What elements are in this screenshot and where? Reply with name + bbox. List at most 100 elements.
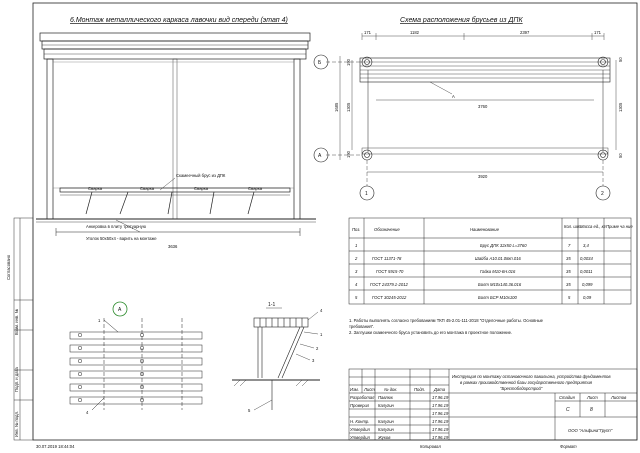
title-block — [348, 368, 638, 441]
front-view-title: 6.Монтаж металлического каркаса лавочки … — [70, 16, 288, 24]
svg-text:Подп.: Подп. — [414, 387, 425, 392]
note-line-3: 2. Заглушки скамеечного бруса установить… — [349, 330, 512, 335]
dim-190-bottom: 190 — [346, 150, 351, 158]
dim-3760: 3760 — [478, 104, 488, 109]
table-cell: 7 — [568, 243, 571, 248]
table-cell: 35 — [566, 282, 571, 287]
section-callout-5: 5 — [248, 408, 251, 413]
dim-3920: 3920 — [478, 174, 488, 179]
table-cell: 35 — [566, 269, 571, 274]
footer-copied: Копировал — [420, 444, 441, 449]
table-cell: Болт БСР М10х100 — [478, 295, 517, 300]
table-cell: 0,099 — [582, 282, 593, 287]
axis-2-bubble: 2 — [601, 191, 604, 197]
svg-text:Жуков: Жуков — [377, 435, 391, 440]
side-stamp-signature: Подп. и дата — [14, 367, 19, 392]
section-callout-1: 1 — [320, 332, 323, 337]
table-cell: 0,0034 — [580, 256, 593, 261]
table-cell: 3 — [355, 269, 358, 274]
svg-text:Разработал: Разработал — [350, 395, 375, 400]
company-name: ООО "Альфина"Групп" — [568, 428, 613, 433]
svg-text:17.96.19: 17.96.19 — [432, 435, 449, 440]
sheet-header: Лист — [586, 395, 598, 400]
front-view — [36, 32, 316, 236]
table-cell: ГОСТ 11371-78 — [372, 256, 402, 261]
dim-1305-right: 1305 — [618, 102, 623, 112]
detail-a-bubble — [112, 301, 128, 317]
stage-value: С — [566, 407, 570, 413]
table-cell: ГОСТ 24379.1-2012 — [370, 282, 409, 287]
svg-text:17.96.19: 17.96.19 — [432, 395, 449, 400]
svg-text:17.96.19: 17.96.19 — [432, 427, 449, 432]
weld-label-1: Сварка — [88, 186, 103, 191]
svg-text:Павлюк: Павлюк — [378, 395, 394, 400]
svg-text:Утвердил: Утвердил — [350, 427, 371, 432]
table-cell: 4 — [355, 282, 358, 287]
svg-text:Лист: Лист — [363, 387, 375, 392]
axis-1-bubble: 1 — [365, 191, 368, 197]
dim-1305: 1305 — [346, 102, 351, 112]
section-callout-3: 3 — [312, 358, 315, 363]
table-cell: 3,4 — [583, 243, 589, 248]
svg-text:17.96.19: 17.96.19 — [432, 411, 449, 416]
dim-50-bottom: 50 — [618, 153, 623, 158]
title-description-3: "Брестоблдорстрой" — [500, 386, 543, 391]
weld-label-4: Сварка — [248, 186, 263, 191]
dim-50-top: 50 — [618, 57, 623, 62]
svg-text:17.96.19: 17.96.19 — [432, 419, 449, 424]
side-stamp — [13, 217, 34, 441]
dim-1182: 1182 — [410, 30, 420, 35]
svg-text:Приме ча ние: Приме ча ние — [606, 224, 633, 229]
detail-callout-1: 1 — [98, 318, 101, 323]
table-cell: 0,0011 — [580, 269, 593, 274]
dim-171-left: 171 — [364, 30, 372, 35]
table-cell: Шайба А10.01.08кп.016 — [475, 256, 522, 261]
svg-text:Калугин: Калугин — [378, 427, 395, 432]
section-callout-2: 2 — [316, 346, 319, 351]
section-callout-4: 4 — [320, 308, 323, 313]
detail-a-label: А — [118, 307, 122, 313]
svg-text:Кол. шт.: Кол. шт. — [564, 224, 581, 229]
table-cell: ГОСТ 5915-70 — [376, 269, 404, 274]
front-width-dim: 3636 — [168, 244, 178, 249]
svg-text:Дата: Дата — [433, 387, 446, 392]
title-description-2: в рамках производственной базы государст… — [460, 380, 593, 385]
table-cell: 35 — [566, 256, 571, 261]
svg-text:Поз.: Поз. — [352, 227, 360, 232]
svg-text:Изм.: Изм. — [350, 387, 359, 392]
title-description-1: Инструкция по монтажу остановочного пави… — [452, 374, 611, 379]
table-cell: ГОСТ 30245-2012 — [372, 295, 407, 300]
anchor-note-line1: Анкеровка в плиту тротуарную — [86, 224, 146, 229]
table-cell: 1 — [355, 243, 357, 248]
weld-label-2: Сварка — [140, 186, 155, 191]
svg-text:Утвердил: Утвердил — [350, 435, 371, 440]
title-block-headers: Изм. Лист № док. Подп. Дата — [350, 387, 446, 392]
detail-a-drawing — [69, 318, 203, 411]
dim-1685: 1685 — [334, 102, 339, 112]
sheet-value: 8 — [590, 407, 593, 413]
axis-b-bubble: Б — [318, 60, 322, 66]
svg-text:Масса ед., кг: Масса ед., кг — [580, 224, 606, 229]
table-cell: 2 — [354, 256, 358, 261]
svg-text:Н. Контр.: Н. Контр. — [350, 419, 369, 424]
anchor-note-line2: Уголок 50х50х4 - варить на монтаже — [86, 236, 157, 241]
side-stamp-agreed: Согласовано — [6, 254, 11, 280]
sheets-header: Листов — [610, 395, 627, 400]
table-cell: Гайка М10-6Н.016 — [480, 269, 516, 274]
spec-table-headers: Поз. Обозначение Наименование Кол. шт. М… — [352, 224, 633, 232]
side-stamp-replace: Взам. инв. № — [14, 309, 19, 335]
dim-2397: 2397 — [520, 30, 530, 35]
side-stamp-inventory: Инв. № подл. — [14, 411, 19, 437]
dim-171-right: 171 — [594, 30, 602, 35]
svg-text:Калугин: Калугин — [378, 419, 395, 424]
svg-text:Обозначение: Обозначение — [374, 227, 400, 232]
beam-scheme-title: Схема расположения брусьев из ДПК — [400, 16, 523, 24]
svg-text:17.96.19: 17.96.19 — [432, 403, 449, 408]
stage-header: Стадия — [559, 395, 575, 400]
note-line-1: 1. Работы выполнять согласно требованиям… — [349, 318, 544, 323]
svg-text:№ док.: № док. — [384, 387, 397, 392]
plan-view — [313, 33, 617, 201]
print-timestamp: 30.07.2019 18:44:04 — [36, 444, 75, 449]
table-cell: 5 — [355, 295, 358, 300]
